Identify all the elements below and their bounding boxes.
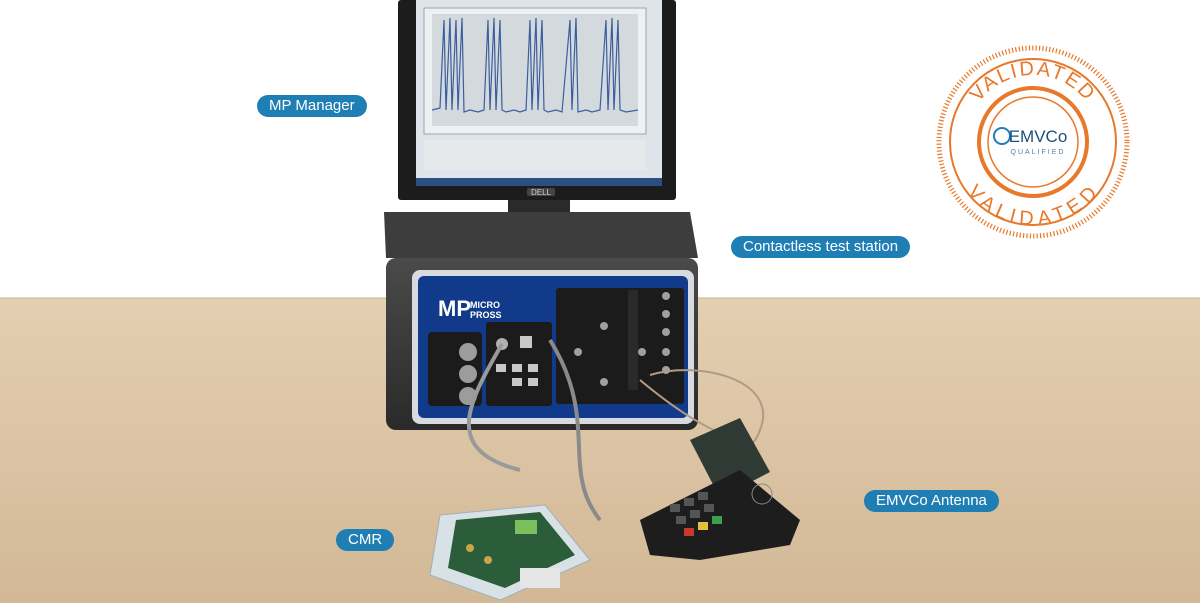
label-emvco-antenna: EMVCo Antenna	[864, 490, 999, 512]
monitor-brand: DELL	[531, 188, 552, 197]
emvco-validated-badge: VALIDATED VALIDATED EMVCo QUALIFIED	[936, 45, 1130, 239]
brand-name-2: PROSS	[470, 310, 502, 320]
badge-sub: QUALIFIED	[1011, 149, 1066, 156]
badge-brand: EMVCo	[1009, 127, 1068, 146]
test-station	[384, 212, 698, 430]
label-mp-manager: MP Manager	[257, 95, 367, 117]
emvco-logo-icon	[993, 127, 1011, 145]
brand-mark: MP	[438, 296, 471, 321]
cmr-board	[429, 504, 591, 601]
label-cmr: CMR	[336, 529, 395, 551]
brand-name-1: MICRO	[470, 300, 500, 310]
label-contactless-test-station: Contactless test station	[731, 236, 911, 258]
emvco-antenna	[640, 418, 800, 560]
